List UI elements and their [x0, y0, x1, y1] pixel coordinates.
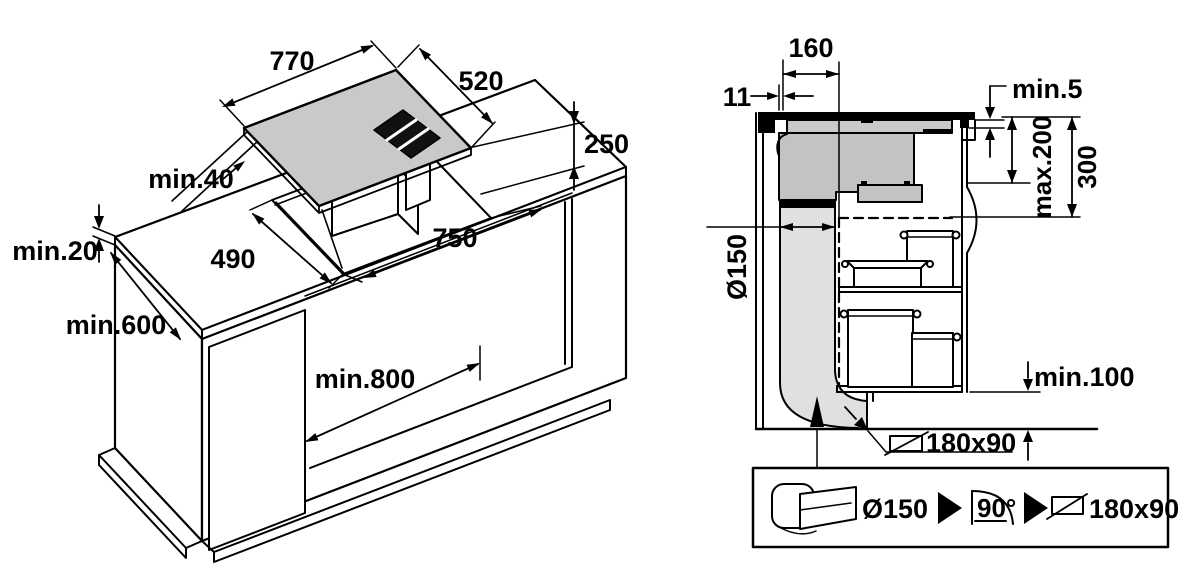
dim-770 — [219, 40, 397, 127]
pots — [839, 230, 962, 388]
cabinet-door — [208, 309, 306, 551]
dim-770-label: 770 — [269, 46, 314, 76]
dim-160-label: 160 — [788, 33, 833, 63]
duct-collar — [779, 200, 836, 208]
front-panel — [961, 127, 968, 393]
dim-11 — [750, 84, 814, 111]
plinth-base — [98, 399, 611, 563]
legend-box: Ø150 90° 180x90 — [751, 428, 1179, 549]
dim-max200-label: max.200 — [1027, 116, 1057, 219]
vent-grille-icon — [373, 109, 441, 159]
dim-min40-label: min.40 — [148, 164, 234, 194]
exhaust-duct — [779, 200, 868, 429]
big-pot — [839, 309, 922, 388]
dim-min600-label: min.600 — [66, 310, 167, 340]
legend-dia150-label: Ø150 — [862, 494, 928, 524]
dim-min5 — [968, 85, 1007, 158]
dim-dia150-label: Ø150 — [722, 234, 752, 300]
callout-180x90-label: 180x90 — [926, 428, 1016, 458]
dim-750-label: 750 — [432, 223, 477, 253]
dim-min40 — [221, 161, 245, 181]
dim-520-label: 520 — [458, 66, 503, 96]
dim-min800-label: min.800 — [315, 364, 416, 394]
dim-min800 — [305, 345, 481, 442]
hob-section — [758, 112, 975, 203]
dim-min20 — [92, 204, 116, 263]
dim-dia150 — [706, 223, 836, 231]
casserole — [841, 260, 934, 288]
arrow-right-icon — [938, 492, 962, 524]
left-isometric-view: 770 520 250 min.40 — [12, 40, 629, 563]
open-compartment — [304, 192, 573, 469]
fan-unit — [857, 184, 923, 203]
medium-pot — [911, 332, 962, 388]
airflow-arrow-icon — [810, 396, 824, 427]
hob-glass-section — [758, 112, 975, 133]
dim-11-label: 11 — [723, 82, 752, 112]
flat-duct-icon — [1046, 493, 1088, 520]
duct-adapter-icon — [771, 483, 857, 535]
dim-min600 — [110, 252, 181, 340]
dim-min100-label: min.100 — [1034, 362, 1135, 392]
right-section-view: 160 11 min.5 max.200 — [706, 33, 1135, 461]
clearance-zone-dashed — [837, 216, 954, 388]
dim-520 — [397, 44, 496, 149]
callout-180x90 — [844, 406, 1013, 456]
door-handle-arc — [966, 186, 978, 254]
dim-300-label: 300 — [1072, 145, 1102, 188]
dim-250-label: 250 — [584, 129, 629, 159]
legend-angle-label: 90° — [977, 493, 1016, 523]
projection-lines — [171, 130, 343, 269]
cabinet-back-panel — [755, 112, 764, 430]
dim-min5-label: min.5 — [1012, 74, 1083, 104]
dim-min100 — [969, 361, 1041, 461]
angle-90-icon — [971, 490, 1014, 525]
arrow-right-icon — [1024, 492, 1048, 524]
dim-160 — [782, 59, 840, 111]
dim-490-label: 490 — [210, 244, 255, 274]
cabinet-body — [98, 174, 628, 563]
dim-750 — [342, 205, 542, 283]
dim-300 — [949, 116, 1081, 218]
dim-490 — [249, 199, 344, 289]
dim-min20-label: min.20 — [12, 236, 98, 266]
hob-glass — [242, 68, 473, 214]
legend-duct-label: 180x90 — [1089, 494, 1179, 524]
dim-max200 — [966, 116, 1081, 184]
dim-250 — [472, 101, 585, 195]
